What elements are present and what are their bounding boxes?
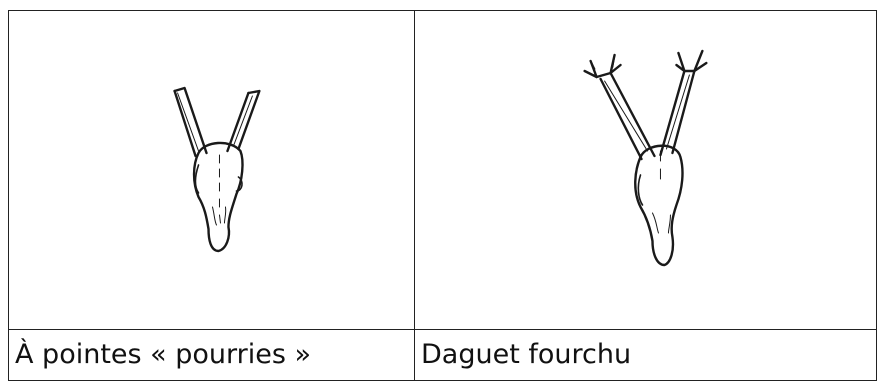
illustration-row bbox=[9, 11, 877, 330]
caption-daguet-fourchu: Daguet fourchu bbox=[415, 330, 877, 381]
caption-row: À pointes « pourries » Daguet fourchu bbox=[9, 330, 877, 381]
antler-pointes-pourries-drawing bbox=[9, 11, 414, 329]
caption-pointes-pourries: À pointes « pourries » bbox=[9, 330, 415, 381]
antler-comparison-table: À pointes « pourries » Daguet fourchu bbox=[8, 10, 877, 381]
illustration-cell-pointes-pourries bbox=[9, 11, 415, 330]
illustration-cell-daguet-fourchu bbox=[415, 11, 877, 330]
antler-daguet-fourchu-drawing bbox=[415, 11, 876, 329]
